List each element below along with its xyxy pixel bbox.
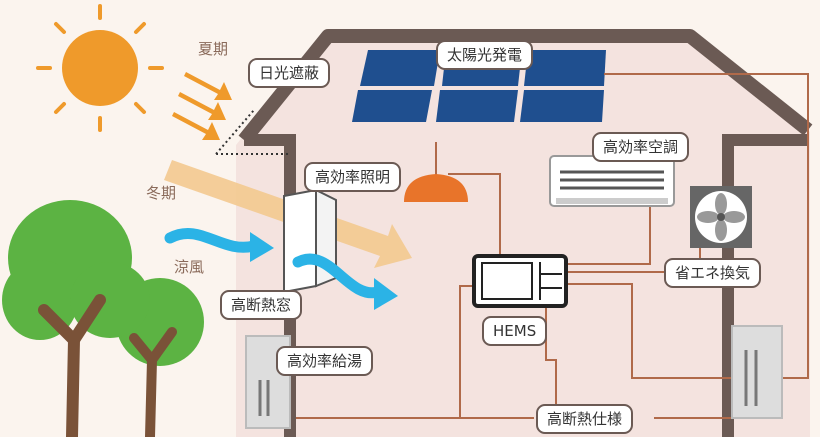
eco-ventilation-label: 省エネ換気 [664, 258, 762, 288]
efficient-lighting-label: 高効率照明 [304, 162, 402, 192]
house-wall [236, 30, 810, 437]
outdoor-unit-icon [731, 325, 783, 419]
breeze-arrows [164, 228, 384, 299]
solar-shading-label: 日光遮蔽 [248, 58, 331, 88]
house-roof-outline [238, 29, 813, 145]
air-conditioner-icon [549, 155, 675, 207]
sun-icon [36, 4, 164, 132]
efficient-ac-label: 高効率空調 [592, 132, 690, 162]
summer-label: 夏期 [198, 40, 229, 58]
breeze-arrowhead-1 [250, 232, 274, 262]
insulated-window-icon [283, 188, 337, 294]
shading-dotted-line [215, 109, 290, 155]
lamp-icon [404, 142, 468, 202]
efficient-water-heater-label: 高効率給湯 [276, 346, 374, 376]
solar-power-label: 太陽光発電 [436, 40, 534, 70]
tree-icon [2, 200, 204, 437]
summer-sunlight-arrows [172, 72, 232, 140]
breeze-arrowhead-2 [374, 278, 398, 310]
winter-label: 冬期 [146, 184, 177, 202]
insulated-window-label: 高断熱窓 [220, 290, 303, 320]
ventilation-fan-icon [690, 186, 752, 248]
breeze-label: 涼風 [174, 258, 205, 276]
insulation-spec-label: 高断熱仕様 [536, 404, 634, 434]
hems-monitor-icon [472, 254, 568, 308]
hems-label: HEMS [482, 316, 548, 346]
